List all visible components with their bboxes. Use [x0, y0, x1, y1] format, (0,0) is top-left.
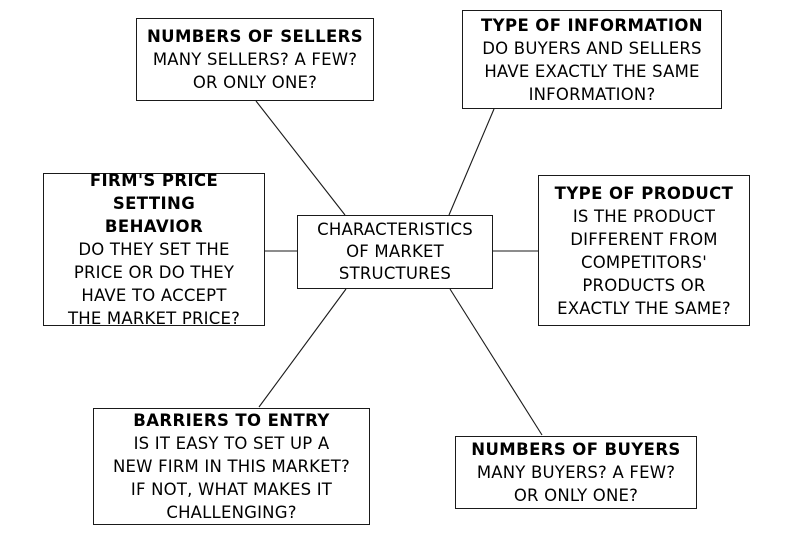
node-price-title: FIRM'S PRICE SETTING BEHAVIOR [89, 171, 219, 236]
node-characteristics-of-market-structures[interactable]: CHARACTERISTICS OF MARKET STRUCTURES [297, 215, 493, 289]
node-numbers-of-sellers[interactable]: NUMBERS OF SELLERS MANY SELLERS? A FEW? … [136, 18, 374, 101]
node-barriers-title: BARRIERS TO ENTRY [133, 411, 330, 430]
node-information-title: TYPE OF INFORMATION [480, 15, 704, 35]
node-type-of-information[interactable]: TYPE OF INFORMATION DO BUYERS AND SELLER… [462, 10, 722, 109]
node-product-body: IS THE PRODUCT DIFFERENT FROM COMPETITOR… [557, 206, 731, 318]
connector-center-to-information [448, 108, 495, 216]
connector-center-to-buyers [449, 288, 543, 436]
node-information-body: DO BUYERS AND SELLERS HAVE EXACTLY THE S… [482, 38, 702, 104]
node-center-text: CHARACTERISTICS OF MARKET STRUCTURES [317, 220, 473, 283]
node-type-of-product[interactable]: TYPE OF PRODUCT IS THE PRODUCT DIFFERENT… [538, 175, 750, 326]
node-sellers-body: MANY SELLERS? A FEW? OR ONLY ONE? [152, 50, 358, 92]
node-price-body: DO THEY SET THE PRICE OR DO THEY HAVE TO… [67, 240, 241, 328]
node-barriers-to-entry[interactable]: BARRIERS TO ENTRY IS IT EASY TO SET UP A… [93, 408, 370, 525]
node-product-title: TYPE OF PRODUCT [554, 183, 734, 203]
connector-center-to-sellers [255, 100, 346, 216]
connector-center-to-barriers [258, 288, 347, 408]
node-firms-price-setting-behavior[interactable]: FIRM'S PRICE SETTING BEHAVIOR DO THEY SE… [43, 171, 265, 328]
node-sellers-title: NUMBERS OF SELLERS [146, 27, 364, 46]
node-numbers-of-buyers[interactable]: NUMBERS OF BUYERS MANY BUYERS? A FEW? OR… [455, 436, 697, 509]
node-barriers-body: IS IT EASY TO SET UP A NEW FIRM IN THIS … [112, 434, 351, 522]
node-buyers-body: MANY BUYERS? A FEW? OR ONLY ONE? [476, 463, 676, 505]
node-buyers-title: NUMBERS OF BUYERS [471, 440, 681, 459]
